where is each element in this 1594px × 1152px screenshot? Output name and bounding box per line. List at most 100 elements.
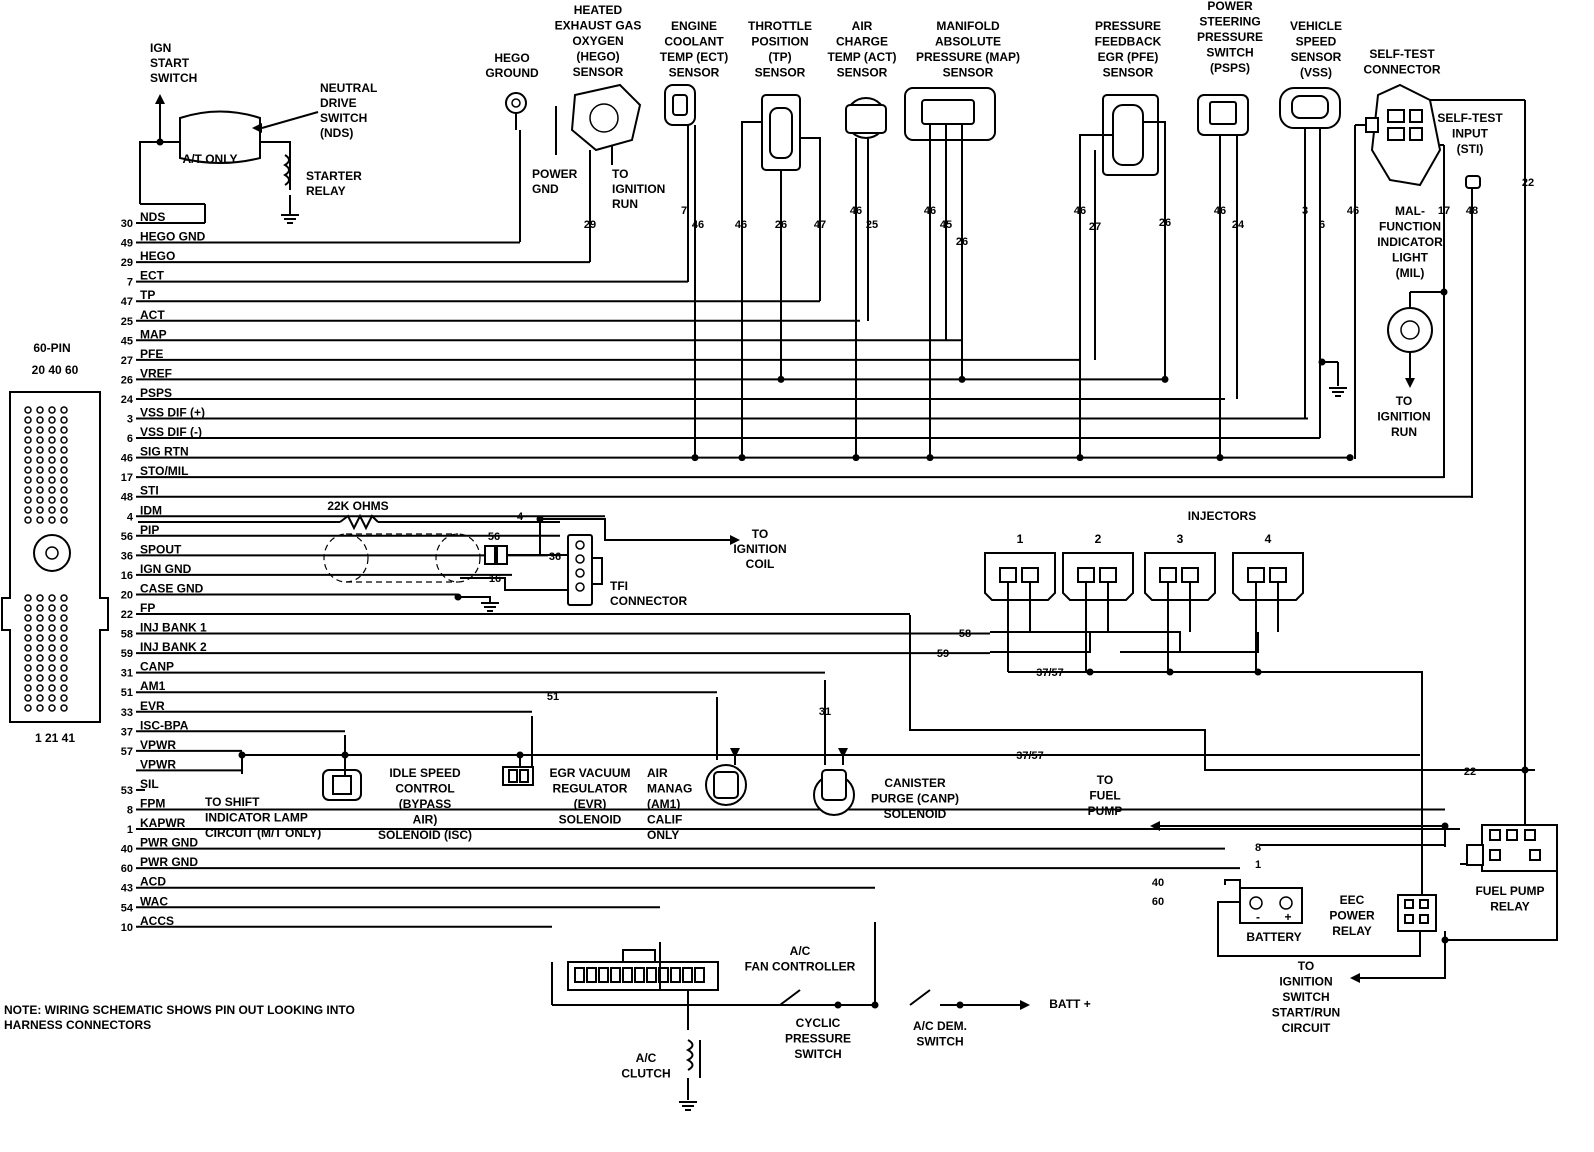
psps-label: PRESSURE <box>1197 30 1263 44</box>
wire-number: 40 <box>1152 877 1164 889</box>
relay-pin <box>1489 849 1501 861</box>
signal-name: IGN GND <box>140 562 192 576</box>
ect-connector <box>672 94 688 116</box>
nds-label: NEUTRAL <box>320 81 377 95</box>
signal-name: ECT <box>140 269 165 283</box>
ecu-pin <box>36 496 44 504</box>
isc-label: IDLE SPEED <box>389 766 461 780</box>
psps-switch <box>1209 101 1237 125</box>
ect-label: SENSOR <box>669 66 720 80</box>
ecu-pin <box>60 614 68 622</box>
to-fuel-pump-label: FUEL <box>1089 789 1120 803</box>
junction-dot <box>852 454 860 462</box>
injector-pin <box>1099 567 1117 583</box>
ecu-pin <box>24 476 32 484</box>
shift-lamp-label: TO SHIFT <box>205 795 260 809</box>
ac-dem-switch-label: A/C DEM. <box>913 1019 967 1033</box>
tp-wire <box>741 121 762 459</box>
act-label: TEMP (ACT) <box>827 50 896 64</box>
ecu-pin <box>24 664 32 672</box>
map-label: ABSOLUTE <box>935 35 1001 49</box>
ecu-pin <box>36 476 44 484</box>
evr-pin <box>519 769 529 783</box>
ecu-pin <box>48 614 56 622</box>
ecu-pin <box>60 684 68 692</box>
ecu-pin <box>36 406 44 414</box>
ecu-pin <box>48 476 56 484</box>
junction-dot <box>341 751 349 759</box>
ign-switch-label: START/RUN <box>1272 1006 1340 1020</box>
evr-label: (EVR) <box>574 797 607 811</box>
vss-label: SPEED <box>1296 35 1337 49</box>
signal-name: KAPWR <box>140 816 186 830</box>
fan-controller-pin <box>646 967 657 983</box>
hego-power-gnd-label: POWER <box>532 167 578 181</box>
wire-number: 4 <box>517 511 524 523</box>
hego-sensor <box>589 103 619 133</box>
ecu-pin <box>60 406 68 414</box>
self-test-connector-label: SELF-TEST <box>1369 47 1435 61</box>
signal-name: FPM <box>140 797 165 811</box>
ecu-pin <box>48 664 56 672</box>
ecu-pin <box>24 694 32 702</box>
ecu-pin <box>24 624 32 632</box>
battery-label: BATTERY <box>1246 930 1301 944</box>
ign-start-switch-label: SWITCH <box>150 71 197 85</box>
ecu-pin <box>36 664 44 672</box>
pin-number: 8 <box>127 805 133 817</box>
arrow-right-icon <box>730 535 740 545</box>
junction-dot <box>958 375 966 383</box>
map-sensor <box>921 99 975 125</box>
arrow-right-icon <box>1020 1000 1030 1010</box>
ecu-pin <box>24 486 32 494</box>
ign-start-switch-label: IGN <box>150 41 171 55</box>
tfi-label: TFI <box>610 579 628 593</box>
vss-label: SENSOR <box>1291 50 1342 64</box>
tp-label: SENSOR <box>755 66 806 80</box>
resistor-label: 22K OHMS <box>327 499 388 513</box>
relay-pin <box>1404 914 1414 924</box>
pin-number: 37 <box>121 726 133 738</box>
pin-number: 1 <box>127 824 133 836</box>
junction-dot <box>1318 358 1326 366</box>
wire-number: 16 <box>489 573 501 585</box>
eec-relay-label: RELAY <box>1332 924 1372 938</box>
tp-label: (TP) <box>768 50 791 64</box>
ecu-pin <box>48 486 56 494</box>
signal-name: CANP <box>140 660 174 674</box>
pin-number: 30 <box>121 218 133 230</box>
ecu-pin <box>60 496 68 504</box>
fan-controller-pin <box>586 967 597 983</box>
mil-label: INDICATOR <box>1377 235 1443 249</box>
wire-number: 45 <box>940 219 952 231</box>
fan-controller-pin <box>670 967 681 983</box>
injector-number: 1 <box>1017 532 1024 546</box>
psps-label: STEERING <box>1199 15 1260 29</box>
ecu-pin <box>48 654 56 662</box>
pin-number: 45 <box>121 335 133 347</box>
fan-controller-pin <box>598 967 609 983</box>
sti-plug <box>1365 117 1379 133</box>
ac-dem-switch-icon <box>909 989 931 1006</box>
nds-label: SWITCH <box>320 111 367 125</box>
tfi-pin <box>575 568 585 578</box>
ecu-pin <box>48 674 56 682</box>
junction-dot <box>1076 454 1084 462</box>
pfe-label: PRESSURE <box>1095 19 1161 33</box>
ecu-center-bolt <box>45 546 59 560</box>
ecu-pin <box>60 456 68 464</box>
pin-number: 48 <box>121 492 133 504</box>
pip-connector <box>484 545 496 565</box>
pin-number: 53 <box>121 785 133 797</box>
ign-switch-wire <box>1360 931 1446 979</box>
ecu-pin <box>60 624 68 632</box>
ecu-pin <box>60 506 68 514</box>
arrow-left-icon <box>1350 973 1360 983</box>
fan-wire <box>622 949 656 962</box>
nds-label: (NDS) <box>320 126 353 140</box>
pin-number: 17 <box>121 472 133 484</box>
mil-label: FUNCTION <box>1379 220 1441 234</box>
isc-label: AIR) <box>413 813 438 827</box>
ignition-coil-label: COIL <box>746 557 775 571</box>
battery-terminal <box>1279 896 1293 910</box>
